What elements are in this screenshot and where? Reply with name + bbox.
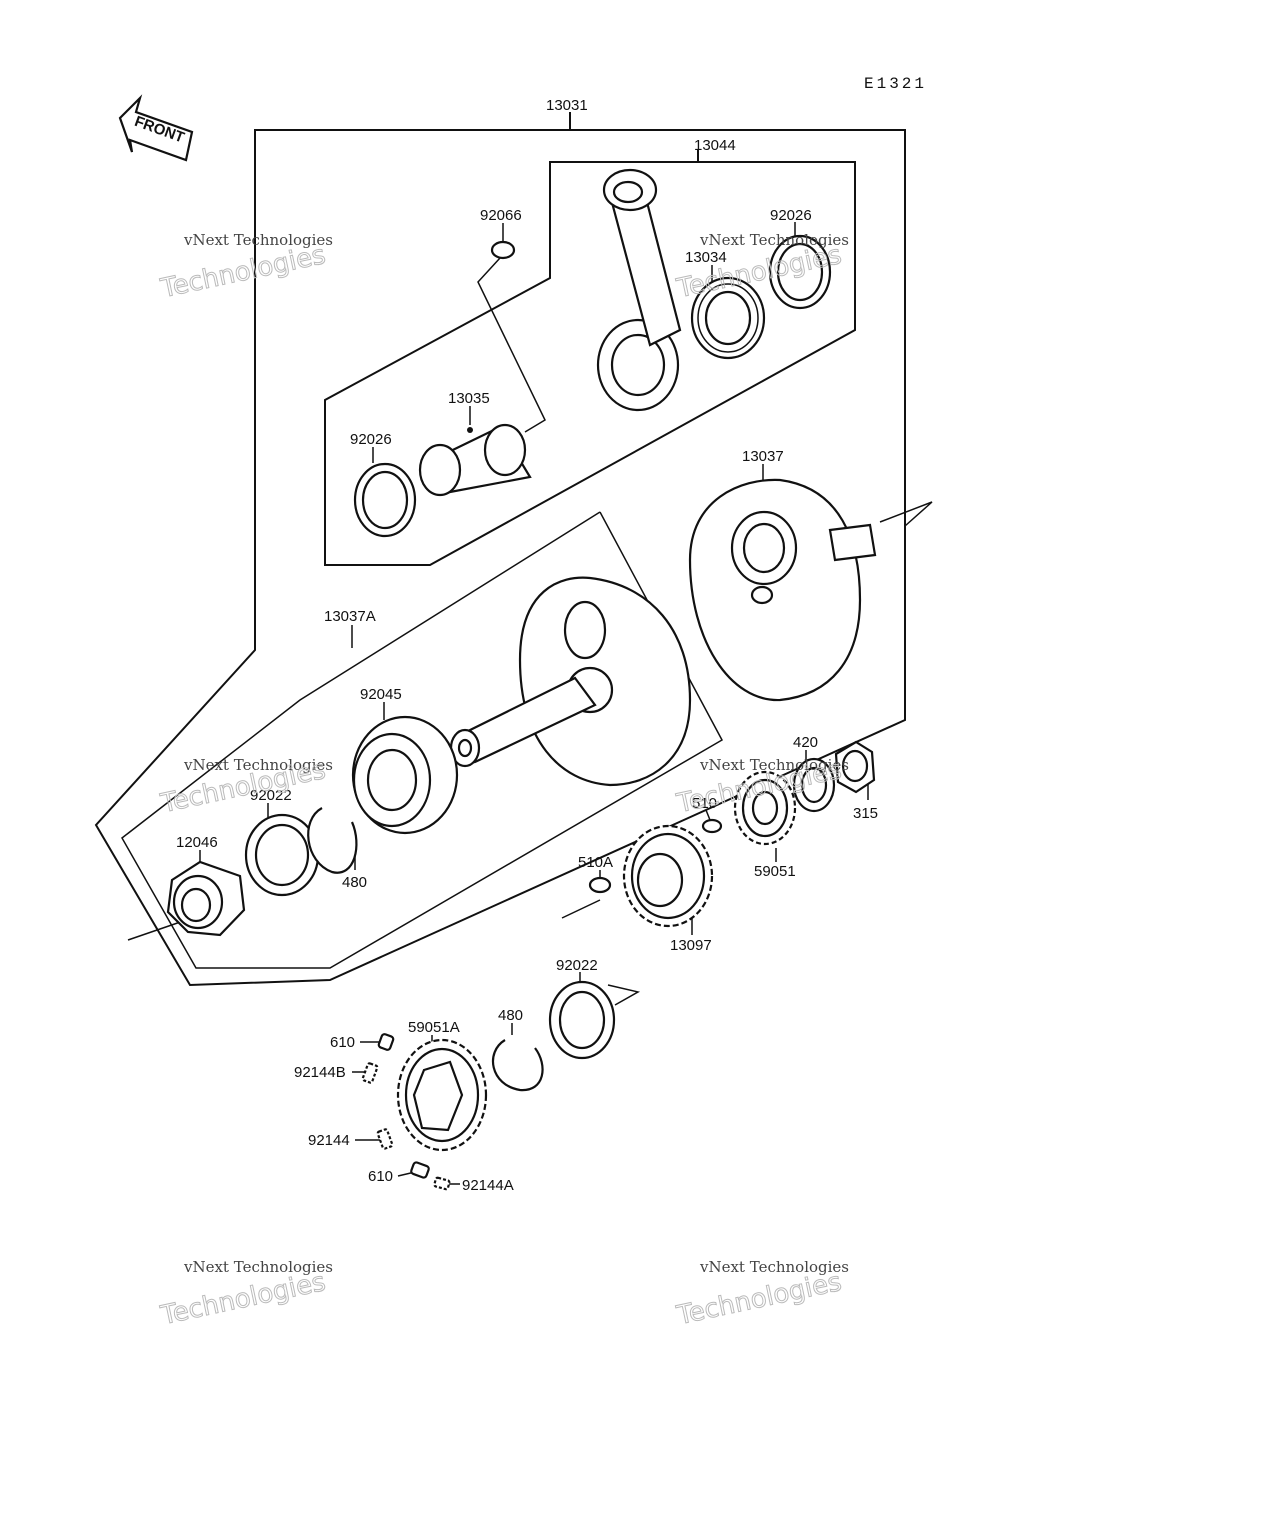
- part-480-snap-ring-left: [307, 807, 358, 874]
- label-59051A: 59051A: [408, 1019, 460, 1036]
- label-92144: 92144: [308, 1132, 350, 1149]
- outline-13031: [94, 112, 906, 987]
- label-610-top: 610: [330, 1034, 355, 1051]
- watermark-3: vNext Technologies Technologies: [157, 755, 333, 820]
- watermark-text: vNext Technologies: [699, 1258, 849, 1276]
- part-59051-gear: [733, 770, 797, 846]
- watermark-text: vNext Technologies: [699, 756, 849, 774]
- label-13034: 13034: [685, 249, 727, 266]
- label-92026-top: 92026: [770, 207, 812, 224]
- label-510: 510: [692, 795, 717, 812]
- label-92026-left: 92026: [350, 431, 392, 448]
- watermark-text: vNext Technologies: [699, 231, 849, 249]
- part-92026-washer-top: [768, 234, 832, 310]
- part-92144B-spring: [361, 1062, 379, 1084]
- part-510A-key: [588, 876, 612, 894]
- watermark-6: vNext Technologies Technologies: [673, 1258, 849, 1332]
- label-59051: 59051: [754, 863, 796, 880]
- label-13044: 13044: [694, 137, 736, 154]
- part-92045-ball-bearing: [351, 715, 459, 835]
- label-13097: 13097: [670, 937, 712, 954]
- label-12046: 12046: [176, 834, 218, 851]
- diagram-code: E1321: [864, 75, 927, 93]
- watermark-text: vNext Technologies: [183, 231, 333, 249]
- label-610-bottom: 610: [368, 1168, 393, 1185]
- part-420-washer: [792, 757, 836, 813]
- label-480-bottom: 480: [498, 1007, 523, 1024]
- watermark-1: vNext Technologies Technologies: [157, 231, 333, 305]
- part-13044-connecting-rod: [596, 168, 682, 412]
- label-92022-left: 92022: [250, 787, 292, 804]
- label-420: 420: [793, 734, 818, 751]
- label-92045: 92045: [360, 686, 402, 703]
- label-92144A: 92144A: [462, 1177, 514, 1194]
- part-92022-washer-bottom: [548, 980, 616, 1060]
- label-92144B: 92144B: [294, 1064, 346, 1081]
- watermark-outline-text: Technologies: [158, 240, 329, 304]
- watermark-text: vNext Technologies: [183, 1258, 333, 1276]
- label-13035: 13035: [448, 390, 490, 407]
- part-12046-sprocket: [166, 860, 246, 937]
- part-92026-washer-left: [353, 462, 417, 538]
- label-92066: 92066: [480, 207, 522, 224]
- part-480-snap-ring-bottom: [491, 1039, 544, 1092]
- watermark-5: vNext Technologies Technologies: [157, 1258, 333, 1332]
- part-610-pin-bottom: [410, 1161, 430, 1179]
- label-510A: 510A: [578, 854, 613, 871]
- part-315-nut: [834, 740, 876, 794]
- part-labels: 13031 13044 92066 92026 13034 13035 9202…: [176, 97, 878, 1194]
- label-13037: 13037: [742, 448, 784, 465]
- label-315: 315: [853, 805, 878, 822]
- part-92144-spring: [376, 1128, 394, 1150]
- watermark-outline-text: Technologies: [158, 1267, 329, 1331]
- outline-13037A: [121, 511, 724, 969]
- watermark-text: vNext Technologies: [183, 756, 333, 774]
- part-92144A-spring: [433, 1176, 451, 1191]
- part-13037-crank-half-right: [688, 478, 877, 702]
- part-59051A-gear: [396, 1038, 488, 1152]
- watermark-outline-text: Technologies: [674, 1267, 845, 1331]
- part-610-pin-top: [377, 1033, 395, 1051]
- part-13037A-crank-half-left: [449, 576, 692, 787]
- part-13097-gear: [622, 824, 714, 928]
- part-92066-cap: [490, 240, 516, 260]
- label-13037A: 13037A: [324, 608, 376, 625]
- part-13034-needle-bearing: [690, 276, 766, 360]
- outline-13044: [324, 150, 856, 566]
- label-13031: 13031: [546, 97, 588, 114]
- part-510-key: [701, 818, 723, 834]
- front-arrow-icon: FRONT: [118, 94, 194, 162]
- part-13035-crank-pin: [418, 423, 532, 497]
- part-92022-washer-left: [244, 813, 320, 897]
- label-480-left: 480: [342, 874, 367, 891]
- label-92022-bottom: 92022: [556, 957, 598, 974]
